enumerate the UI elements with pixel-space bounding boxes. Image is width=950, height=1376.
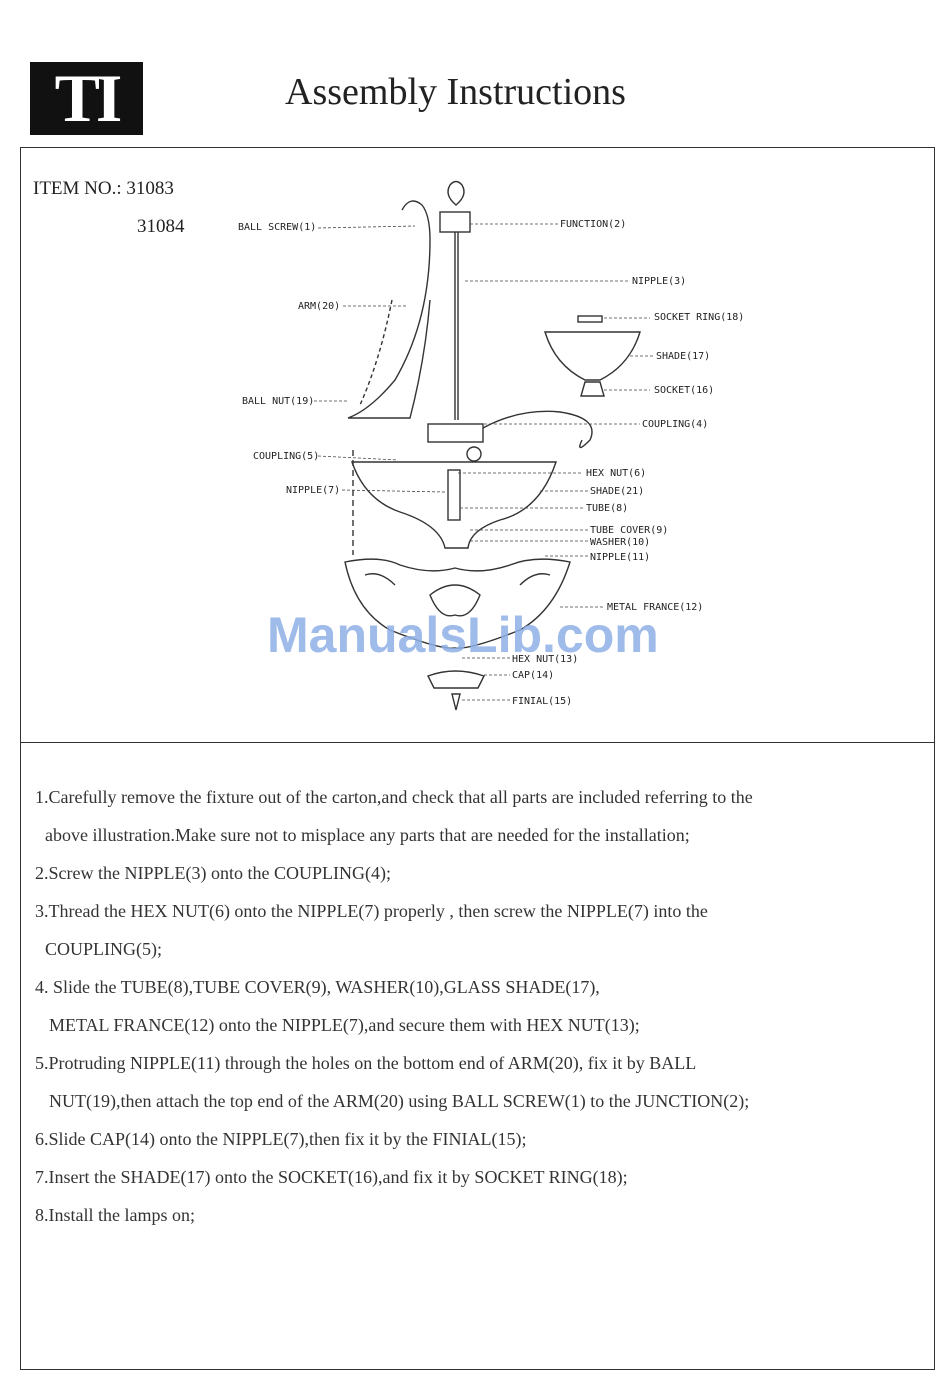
watermark: ManualsLib.com — [267, 607, 659, 663]
cap — [427, 670, 485, 689]
finial — [451, 693, 461, 711]
arm — [347, 200, 431, 419]
label-cap: CAP(14) — [512, 670, 554, 681]
top-ornament — [447, 180, 465, 206]
label-arm: ARM(20) — [298, 301, 340, 312]
step-1-cont: above illustration.Make sure not to misp… — [45, 825, 690, 845]
step-4-cont: METAL FRANCE(12) onto the NIPPLE(7),and … — [49, 1015, 640, 1035]
label-ball-nut: BALL NUT(19) — [242, 396, 314, 407]
metal-france — [344, 558, 571, 649]
coupling-knob — [466, 446, 482, 462]
label-washer: WASHER(10) — [590, 537, 650, 548]
label-function: FUNCTION(2) — [560, 219, 626, 230]
socket-ring — [577, 315, 603, 323]
page-title: Assembly Instructions — [285, 71, 626, 113]
label-tube-cover: TUBE COVER(9) — [590, 525, 668, 536]
step-1: 1.Carefully remove the fixture out of th… — [35, 787, 753, 807]
step-4: 4. Slide the TUBE(8),TUBE COVER(9), WASH… — [35, 977, 600, 997]
tube — [447, 469, 461, 521]
step-6: 6.Slide CAP(14) onto the NIPPLE(7),then … — [35, 1129, 527, 1149]
step-2: 2.Screw the NIPPLE(3) onto the COUPLING(… — [35, 863, 391, 883]
step-7: 7.Insert the SHADE(17) onto the SOCKET(1… — [35, 1167, 628, 1187]
assembly-diagram: BALL SCREW(1) FUNCTION(2) NIPPLE(3) ARM(… — [238, 180, 744, 711]
step-3: 3.Thread the HEX NUT(6) onto the NIPPLE(… — [35, 901, 708, 921]
item-number: ITEM NO.: 31083 — [33, 178, 174, 199]
section-divider — [20, 742, 935, 743]
label-shade21: SHADE(21) — [590, 486, 644, 497]
item-number-alt: 31084 — [137, 216, 185, 237]
bowl-shade — [351, 461, 557, 549]
step-5: 5.Protruding NIPPLE(11) through the hole… — [35, 1053, 697, 1073]
side-arm — [482, 410, 593, 449]
label-socket16: SOCKET(16) — [654, 385, 714, 396]
socket — [580, 381, 605, 397]
ti-logo: TI — [30, 62, 143, 135]
label-coupling5: COUPLING(5) — [253, 451, 319, 462]
instruction-steps: 1.Carefully remove the fixture out of th… — [35, 778, 905, 1234]
label-tube8: TUBE(8) — [586, 503, 628, 514]
coupling-body — [427, 423, 484, 443]
label-finial: FINIAL(15) — [512, 696, 572, 707]
label-nipple7: NIPPLE(7) — [286, 485, 340, 496]
glass-shade — [544, 331, 641, 381]
label-coupling4: COUPLING(4) — [642, 419, 708, 430]
label-hex-nut13: HEX NUT(13) — [512, 654, 578, 665]
diagram-frame — [20, 147, 935, 1370]
step-8: 8.Install the lamps on; — [35, 1205, 195, 1225]
label-hex-nut6: HEX NUT(6) — [586, 468, 646, 479]
step-3-cont: COUPLING(5); — [45, 939, 162, 959]
junction-body — [439, 211, 471, 233]
label-nipple3: NIPPLE(3) — [632, 276, 686, 287]
step-5-cont: NUT(19),then attach the top end of the A… — [49, 1091, 750, 1111]
label-metal-france: METAL FRANCE(12) — [607, 602, 703, 613]
label-shade17: SHADE(17) — [656, 351, 710, 362]
label-nipple11: NIPPLE(11) — [590, 552, 650, 563]
label-ball-screw: BALL SCREW(1) — [238, 222, 316, 233]
label-socket-ring: SOCKET RING(18) — [654, 312, 744, 323]
